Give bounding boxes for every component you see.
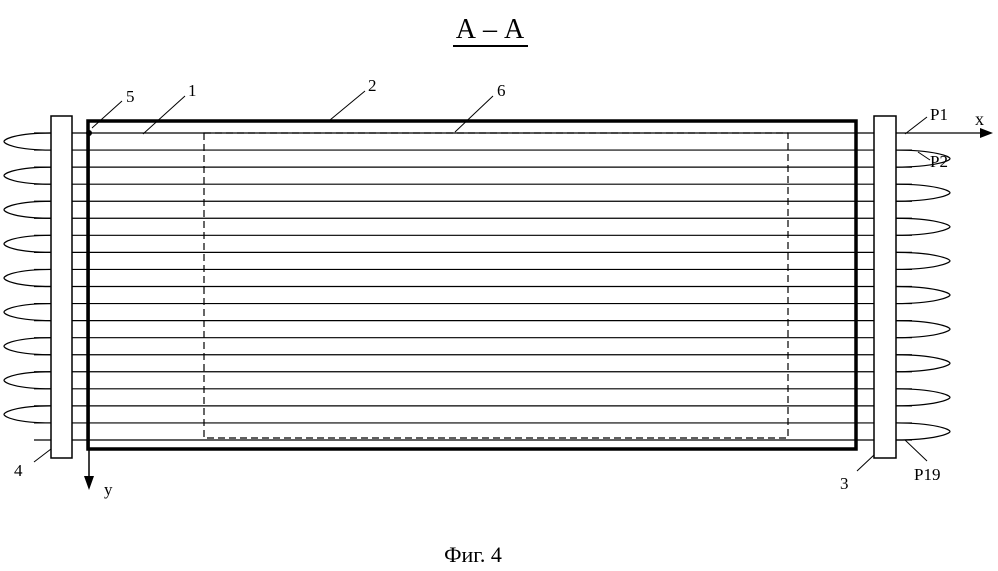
callout-6: 6 [497, 81, 506, 100]
callout-p1: P1 [930, 105, 948, 124]
callout-p2: P2 [930, 152, 948, 171]
bar-4 [51, 116, 72, 458]
y-axis-arrow-icon [84, 476, 94, 490]
right-loop [896, 184, 950, 201]
frame-2 [88, 121, 856, 449]
right-loop [896, 321, 950, 338]
leader-lines [34, 91, 930, 471]
leader-5 [92, 101, 122, 128]
callout-1: 1 [188, 81, 197, 100]
y-axis-label: y [104, 480, 113, 499]
left-loop [4, 167, 51, 184]
callout-5: 5 [126, 87, 135, 106]
leader-p19 [905, 440, 927, 461]
left-loop [4, 235, 51, 252]
left-loop [4, 338, 51, 355]
right-loop [896, 423, 950, 440]
leader-6 [455, 96, 493, 132]
right-loop [896, 218, 950, 235]
callout-2: 2 [368, 76, 377, 95]
left-loop [4, 406, 51, 423]
left-loop [4, 133, 51, 150]
callout-4: 4 [14, 461, 23, 480]
left-loop [4, 304, 51, 321]
leader-p1 [905, 117, 927, 134]
left-loop [4, 269, 51, 286]
wire-group [34, 133, 912, 440]
figure-caption: Фиг. 4 [444, 542, 502, 567]
bar-3 [874, 116, 896, 458]
leader-p2 [918, 152, 930, 160]
right-loop [896, 287, 950, 304]
right-loop [896, 355, 950, 372]
x-axis-arrow-icon [980, 128, 993, 138]
right-loop [896, 252, 950, 269]
leader-3 [857, 455, 874, 471]
callout-3: 3 [840, 474, 849, 493]
left-loop [4, 372, 51, 389]
right-loop [896, 389, 950, 406]
callout-p19: P19 [914, 465, 940, 484]
section-title: А – А [456, 14, 525, 45]
leader-2 [330, 91, 365, 120]
leader-4 [34, 449, 51, 462]
x-axis-label: x [975, 109, 984, 129]
dashed-region-6 [204, 133, 788, 438]
left-loop [4, 201, 51, 218]
leader-1 [143, 96, 185, 134]
